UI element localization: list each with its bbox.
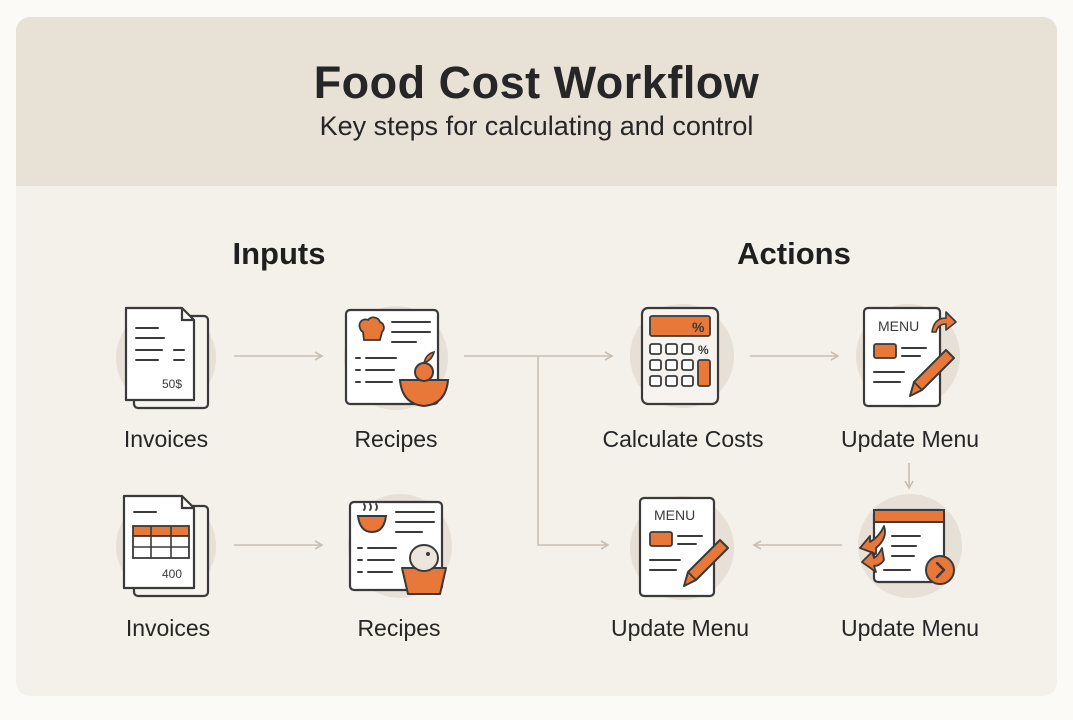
arrow-recipes-to-update-menu-3 (537, 356, 610, 550)
section-actions: Actions (737, 236, 851, 271)
node-label-recipes-2: Recipes (357, 615, 441, 641)
recipe-card-icon (340, 488, 460, 608)
menu-text-1: MENU (878, 318, 919, 334)
page-subtitle: Key steps for calculating and control (319, 111, 754, 141)
node-label-update-menu-1: Update Menu (840, 426, 980, 452)
menu-edit-icon: MENU (624, 486, 744, 606)
invoice-amount-2: 400 (162, 567, 182, 581)
node-label-invoices-1: Invoices (123, 426, 209, 452)
header-band: Food Cost Workflow Key steps for calcula… (16, 17, 1057, 186)
menu-publish-icon (848, 486, 968, 606)
page-title: Food Cost Workflow (313, 57, 760, 108)
menu-text-3: MENU (654, 507, 695, 523)
calculator-display-percent: % (692, 319, 705, 335)
invoice-amount-1: 50$ (162, 377, 182, 391)
node-label-update-menu-3: Update Menu (610, 615, 750, 641)
node-label-update-menu-2: Update Menu (840, 615, 980, 641)
section-inputs: Inputs (232, 236, 326, 271)
node-label-calculate-costs: Calculate Costs (602, 426, 764, 452)
calculator-key-percent: % (698, 343, 709, 357)
node-label-recipes-1: Recipes (354, 426, 438, 452)
recipe-card-icon (336, 296, 456, 416)
menu-edit-icon: MENU (848, 296, 968, 416)
calculator-icon: % % (622, 296, 742, 416)
invoice-icon: 50$ (106, 296, 226, 416)
invoice-table-icon: 400 (106, 486, 226, 606)
node-label-invoices-2: Invoices (125, 615, 211, 641)
